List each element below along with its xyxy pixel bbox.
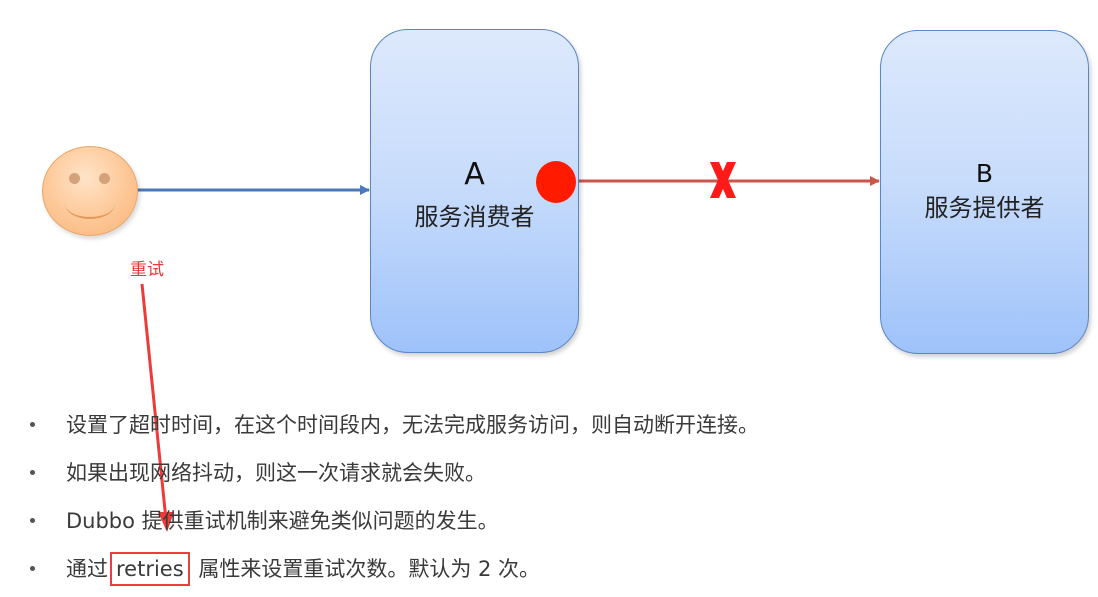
bullet-prefix: 通过	[66, 557, 108, 581]
consumer-letter: A	[464, 157, 485, 192]
annotation-arrow	[140, 283, 174, 532]
bullet-dot-icon	[30, 566, 35, 571]
bullet-text: 设置了超时时间，在这个时间段内，无法完成服务访问，则自动断开连接。	[66, 413, 759, 437]
retry-annotation-label: 重试	[130, 260, 164, 280]
provider-label: 服务提供者	[924, 194, 1045, 222]
service-consumer-box: A 服务消费者	[370, 29, 579, 353]
diagram-connectors	[136, 162, 880, 532]
consumer-label: 服务消费者	[414, 203, 535, 231]
retries-highlight-box: retries	[110, 552, 190, 586]
bullet-text: Dubbo 提供重试机制来避免类似问题的发生。	[66, 509, 499, 533]
smiley-eye-icon	[99, 173, 110, 184]
provider-letter: B	[975, 159, 994, 188]
bullet-text: 如果出现网络抖动，则这一次请求就会失败。	[66, 461, 486, 485]
bullet-dot-icon	[30, 470, 35, 475]
bullet-dot-icon	[30, 422, 35, 427]
retry-point-icon	[536, 161, 576, 203]
smiley-mouth-icon	[65, 189, 115, 219]
failed-x-icon	[710, 162, 736, 198]
smiley-eye-icon	[69, 173, 80, 184]
bullet-suffix: 属性来设置重试次数。默认为 2 次。	[198, 557, 541, 581]
bullet-dot-icon	[30, 518, 35, 523]
user-smiley-icon	[42, 146, 138, 236]
service-provider-box: B 服务提供者	[880, 30, 1089, 354]
